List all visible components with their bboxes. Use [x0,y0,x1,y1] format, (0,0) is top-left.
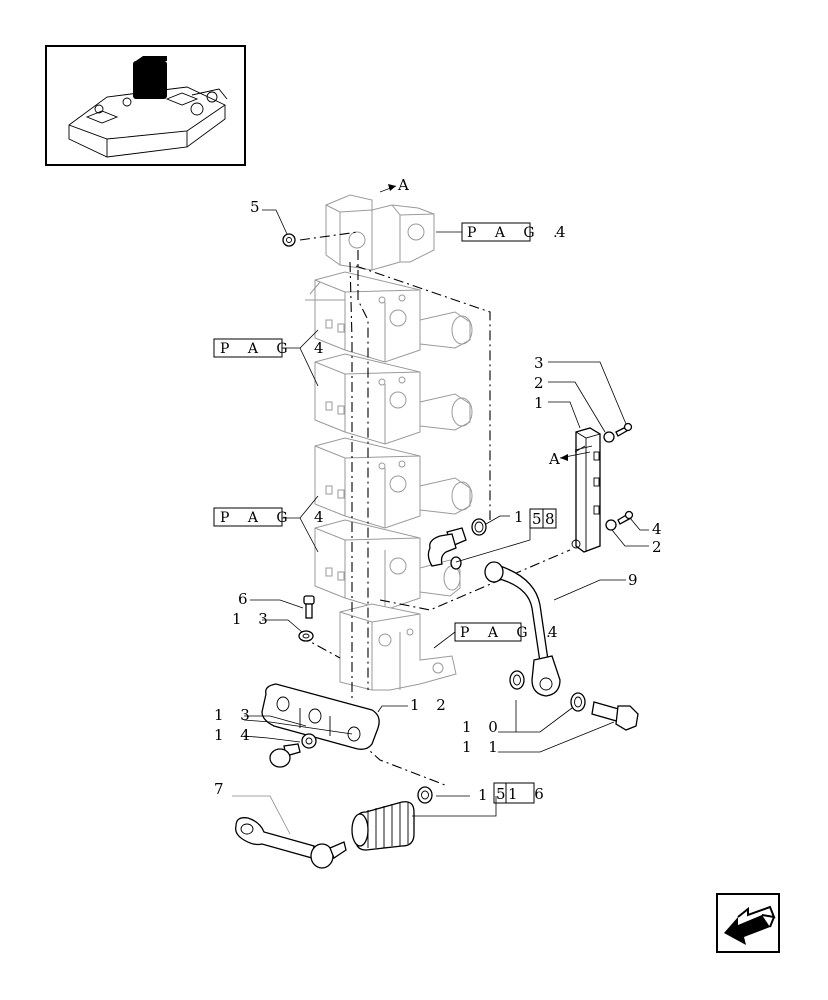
label-3: 3 [534,354,544,372]
label-16-box: 1 6 [508,785,550,803]
label-2b: 2 [652,538,662,556]
ref-box-15-16 [493,782,535,804]
label-6: 6 [238,590,248,608]
label-arrow-a-right: A [548,450,560,468]
svg-text:4: 4 [556,223,566,241]
thumbnail-frame [45,45,246,166]
label-15a-box: 5 [532,510,542,528]
svg-text:4: 4 [548,623,558,641]
page-ref-1: P A G . 4 [461,222,566,242]
label-13b: 1 3 [214,706,256,724]
navigation-arrow-icon[interactable] [716,893,780,953]
label-9: 9 [628,571,638,589]
label-8-box: 8 [545,510,555,528]
label-13a: 1 3 [232,610,274,628]
page-ref-4: P A G . 4 [454,622,558,642]
washer-part-10a [509,670,525,690]
pipe-part-9 [484,561,561,697]
svg-text:4: 4 [314,339,324,357]
screw-part-6 [303,595,315,619]
label-7: 7 [214,780,224,798]
lever-part-7 [235,817,347,869]
boot-part-16 [351,801,415,851]
label-5: 5 [250,198,260,216]
tractor-lift-cover-thumbnail-icon [68,56,228,158]
banjo-bolt-part-11 [591,701,639,731]
svg-text:P A G .: P A G . [467,225,565,241]
svg-text:P A G: P A G [220,510,295,526]
washer-part-13a [298,630,314,642]
label-4: 4 [652,520,662,538]
label-1: 1 [534,394,544,412]
label-15b: 1 [478,786,488,804]
bracket-part-1 [571,427,601,553]
svg-text:P A G: P A G [220,341,295,357]
valve-stack-ghost [305,194,473,691]
elbow-fitting-part-8 [427,518,487,570]
label-10: 1 0 [462,718,504,736]
tie-rod-line [357,250,369,690]
view-arrow-a-right [559,451,591,461]
navigation-arrow-glyph [724,905,776,945]
washer-part-13b [301,733,317,749]
label-12: 1 2 [410,696,452,714]
page-ref-2: P A G 4 [213,338,324,358]
washer-part-2 [603,431,615,443]
washer-part-2b [605,519,617,531]
bolt-part-14 [269,743,301,768]
label-2a: 2 [534,374,544,392]
view-arrow-a-top [379,184,397,193]
screw-part-4 [617,510,634,525]
label-15b-box: 5 [496,785,506,803]
svg-text:4: 4 [314,508,324,526]
screw-part-3 [615,422,633,437]
washer-part-10b [570,692,586,712]
nut-part-5 [282,233,296,247]
label-14: 1 4 [214,726,256,744]
oring-part-15 [417,786,433,804]
svg-text:P A G .: P A G . [460,625,558,641]
label-arrow-a-top: A [397,176,409,194]
label-15a: 1 [514,508,524,526]
page-ref-3: P A G 4 [213,507,324,527]
label-11: 1 1 [462,738,504,756]
